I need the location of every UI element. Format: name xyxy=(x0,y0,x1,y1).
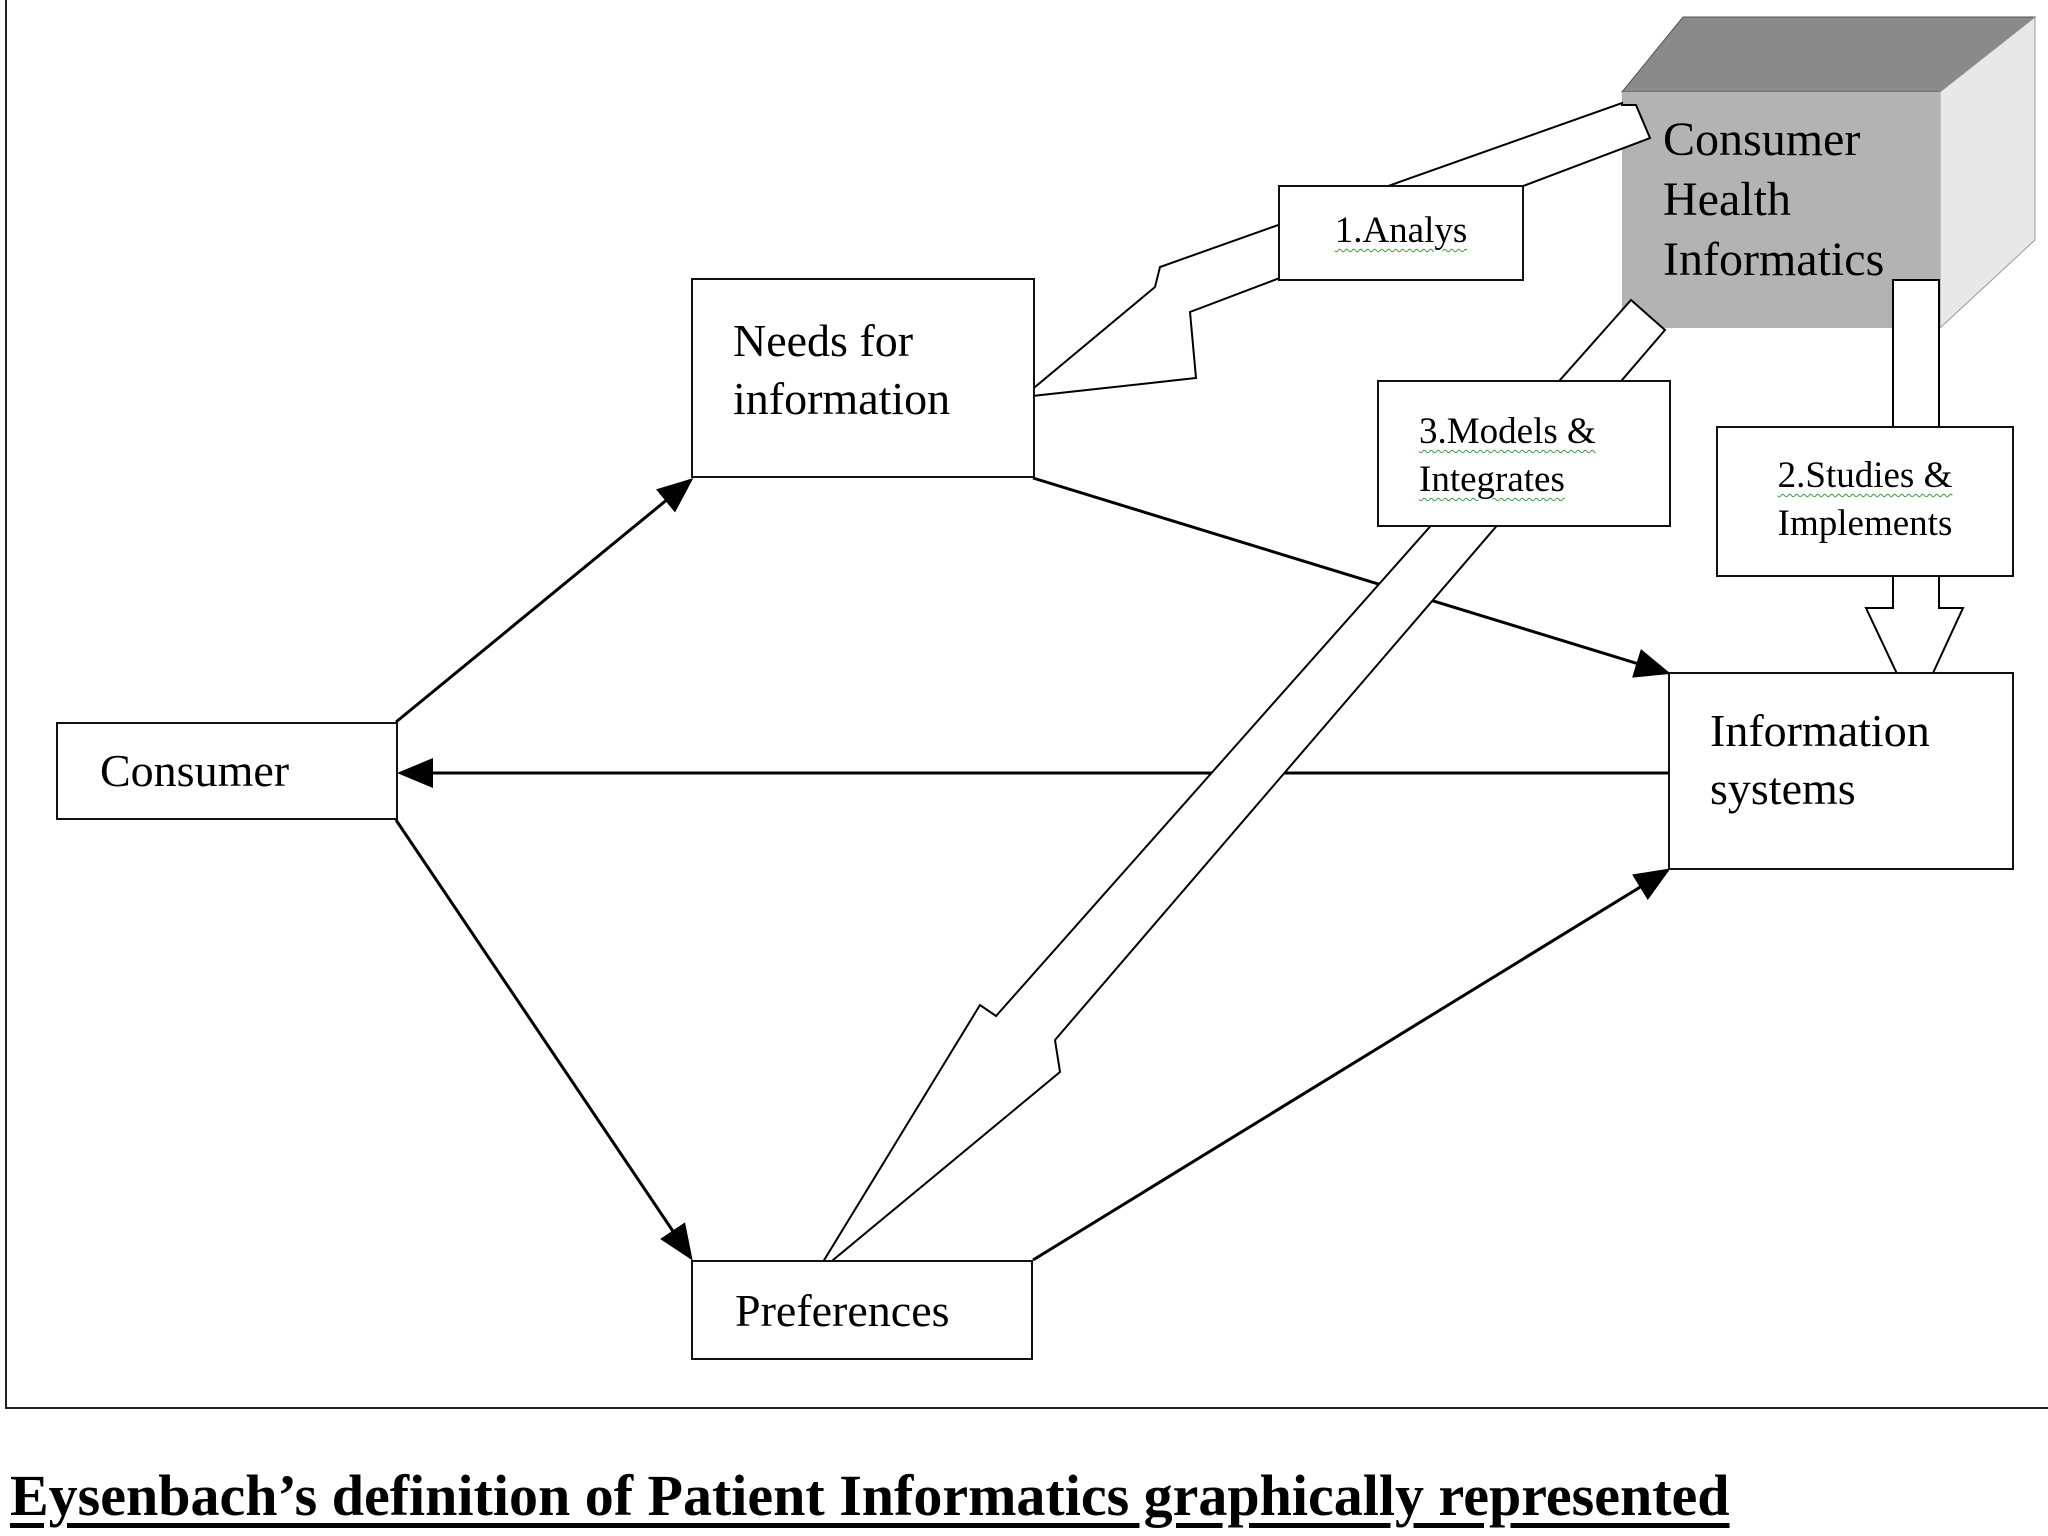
arrow-needs-to-infosystems xyxy=(1032,476,1671,678)
cube-front-face xyxy=(1622,92,1940,328)
studies-label: 2.Studies & Implements xyxy=(1777,455,1953,544)
information-systems-box: Information systems xyxy=(1668,672,2014,870)
chi-label: Consumer Health Informatics xyxy=(1663,113,1885,286)
information-systems-label: Information systems xyxy=(1710,705,1930,814)
arrow-consumer-to-needs xyxy=(395,478,694,724)
consumer-box: Consumer xyxy=(56,722,398,820)
figure-caption: Eysenbach’s definition of Patient Inform… xyxy=(10,1463,1730,1528)
preferences-label: Preferences xyxy=(735,1285,950,1336)
analys-label: 1.Analys xyxy=(1334,210,1468,251)
arrow-preferences-to-infosystems xyxy=(1032,868,1671,1262)
consumer-label: Consumer xyxy=(100,745,290,796)
diagram-frame xyxy=(5,0,2048,1409)
preferences-box: Preferences xyxy=(691,1260,1033,1360)
models-label-box: 3.Models & Integrates xyxy=(1377,380,1671,527)
analys-label-box: 1.Analys xyxy=(1278,185,1524,281)
chi-cube xyxy=(1620,15,2037,330)
needs-for-information-box: Needs for information xyxy=(691,278,1035,478)
models-label: 3.Models & Integrates xyxy=(1419,411,1596,500)
arrow-consumer-to-preferences xyxy=(394,819,693,1261)
studies-label-box: 2.Studies & Implements xyxy=(1716,426,2014,577)
needs-for-information-label: Needs for information xyxy=(733,315,951,424)
